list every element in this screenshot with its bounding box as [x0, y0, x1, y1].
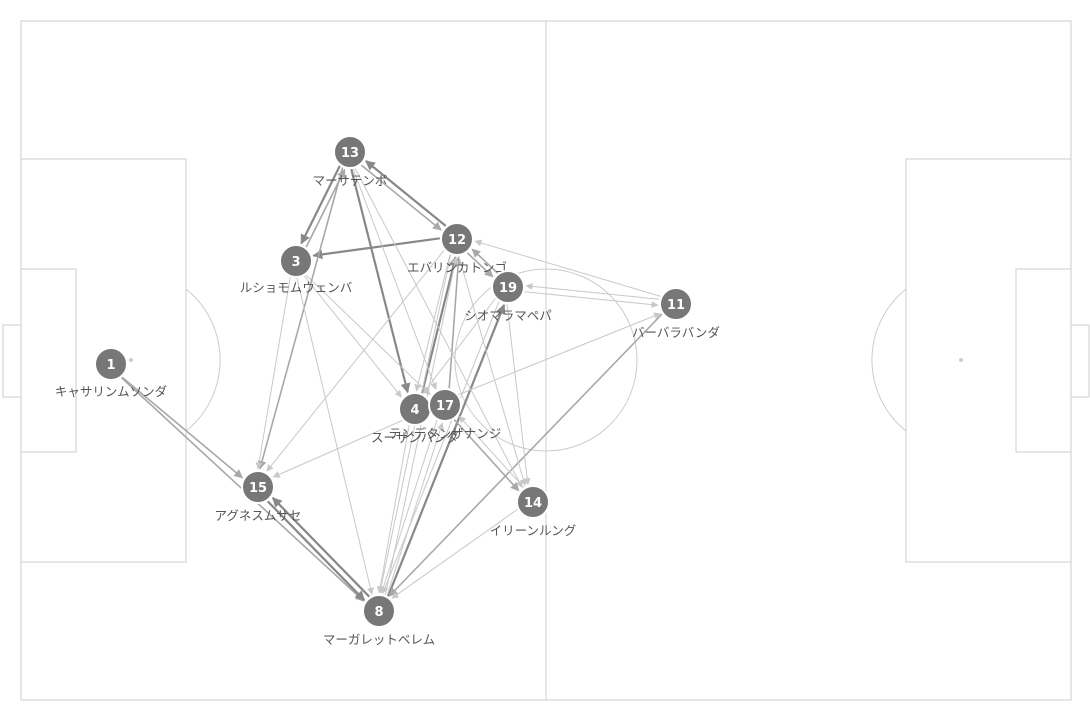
- left-penalty-arc: [185, 288, 221, 432]
- player-node-4[interactable]: 4 スーザンバンダ: [371, 392, 459, 445]
- pass-edge-p12-to-p3: [312, 237, 440, 260]
- player-circle[interactable]: [440, 222, 474, 256]
- player-circle[interactable]: [279, 244, 313, 278]
- pass-edge-p19-to-p4: [423, 298, 496, 394]
- pass-edge-p3-to-p8: [296, 278, 374, 595]
- pass-edge-p3-to-p15: [255, 277, 291, 470]
- pass-edge-p3-to-p4: [303, 275, 402, 398]
- right-goal: [1070, 324, 1090, 398]
- player-node-14[interactable]: 14 イリーンルング: [490, 485, 577, 538]
- player-circle[interactable]: [94, 347, 128, 381]
- player-node-19[interactable]: 19 シオマラマペパ: [464, 270, 552, 323]
- pass-edge-p13-to-p15: [257, 167, 344, 470]
- pass-edge-p13-to-p12: [360, 164, 442, 231]
- pass-edge-p12-to-p15: [266, 250, 445, 472]
- right-penalty-area: [905, 158, 1072, 563]
- pass-edge-p17-to-p15: [272, 408, 429, 478]
- player-name-label: シオマラマペパ: [464, 308, 552, 323]
- pass-edge-p11-to-p12: [474, 239, 661, 297]
- left-goal-area: [20, 268, 77, 453]
- player-node-8[interactable]: 8 マーガレットベレム: [323, 594, 435, 647]
- pass-edge-p14-to-p17: [458, 415, 525, 488]
- player-name-label: エバリンカトンゴ: [407, 260, 507, 275]
- player-node-1[interactable]: 1 キャサリンムソンダ: [55, 347, 167, 399]
- pass-edges: [120, 160, 663, 602]
- pass-edge-p4-to-p12: [420, 256, 459, 394]
- player-circle[interactable]: [362, 594, 396, 628]
- pass-edge-p19-to-p12: [471, 248, 499, 274]
- player-number: 15: [249, 481, 267, 496]
- pass-edge-p4-to-p11: [431, 312, 662, 406]
- left-penalty-spot: [129, 358, 133, 362]
- pass-edge-p13-to-p14: [354, 168, 523, 489]
- player-number: 3: [291, 255, 300, 270]
- player-name-label: ルショモムウェンバ: [240, 280, 353, 295]
- player-number: 14: [524, 496, 542, 511]
- right-goal-area: [1015, 268, 1072, 453]
- right-penalty-arc: [871, 288, 907, 432]
- player-node-17[interactable]: 17 テンデタンザナンジ: [389, 388, 502, 441]
- pass-edge-p13-to-p4: [350, 168, 411, 394]
- left-goal: [2, 324, 22, 398]
- player-number: 11: [667, 298, 685, 313]
- pass-edge-p19-to-p11: [524, 291, 659, 309]
- pass-edge-p8-to-p12: [384, 256, 459, 596]
- pass-edge-p19-to-p8: [381, 301, 500, 594]
- player-node-3[interactable]: 3 ルショモムウェンバ: [240, 244, 353, 295]
- pass-edge-p13-to-p17: [352, 168, 437, 390]
- pass-edge-p4-to-p8: [376, 425, 410, 594]
- player-number: 13: [341, 146, 359, 161]
- player-name-label: マーガレットベレム: [323, 632, 435, 647]
- player-number: 8: [374, 605, 383, 620]
- player-name-label: マーサテンボ: [313, 173, 388, 188]
- pass-edge-p12-to-p14: [458, 256, 527, 487]
- pass-edge-p13-to-p3: [300, 165, 341, 245]
- pass-edge-p8-to-p17: [386, 422, 444, 596]
- pass-edge-p12-to-p4: [414, 254, 451, 392]
- pass-edge-p17-to-p8: [380, 420, 438, 594]
- player-circle[interactable]: [516, 485, 550, 519]
- pass-edge-p17-to-p14: [453, 419, 520, 492]
- player-number: 19: [499, 281, 517, 296]
- player-circle[interactable]: [428, 388, 462, 422]
- player-number: 4: [410, 403, 419, 418]
- player-circle[interactable]: [333, 135, 367, 169]
- pass-edge-p11-to-p8: [388, 313, 663, 597]
- pass-edge-p14-to-p8: [391, 508, 518, 599]
- pass-edge-p3-to-p17: [305, 274, 431, 396]
- player-number: 17: [436, 399, 454, 414]
- player-node-13[interactable]: 13 マーサテンボ: [313, 135, 388, 188]
- pass-edge-p19-to-p14: [506, 304, 531, 486]
- player-name-label: キャサリンムソンダ: [55, 384, 167, 399]
- player-circle[interactable]: [659, 287, 693, 321]
- pass-edge-p1-to-p15: [121, 376, 243, 479]
- pass-edge-p12-to-p19: [466, 252, 494, 278]
- player-node-15[interactable]: 15 アグネスムサセ: [215, 470, 302, 523]
- player-name-label: アグネスムサセ: [215, 508, 302, 523]
- player-name-label: イリーンルング: [490, 523, 577, 538]
- pass-edge-p15-to-p8: [266, 500, 366, 601]
- pass-edge-p12-to-p13: [365, 160, 447, 227]
- player-node-12[interactable]: 12 エバリンカトンゴ: [407, 222, 507, 275]
- player-node-11[interactable]: 11 バーバラバンダ: [632, 287, 720, 340]
- player-circle[interactable]: [491, 270, 525, 304]
- player-name-label: スーザンバンダ: [371, 430, 459, 445]
- pass-edge-p17-to-p12: [448, 256, 463, 389]
- pass-edge-p8-to-p15: [271, 497, 371, 598]
- pass-edge-p11-to-p19: [525, 282, 660, 300]
- player-name-label: バーバラバンダ: [632, 325, 720, 340]
- player-circle[interactable]: [241, 470, 275, 504]
- player-nodes: 1 キャサリンムソンダ 3 ルショモムウェンバ 4 スーザンバンダ 8 マーガレットベレム 11…: [55, 135, 720, 647]
- player-number: 12: [448, 233, 466, 248]
- player-name-label: テンデタンザナンジ: [389, 426, 502, 441]
- pass-edge-p8-to-p19: [387, 303, 506, 597]
- player-number: 1: [106, 358, 115, 373]
- pitch-markings: [2, 20, 1090, 701]
- center-spot: [959, 358, 963, 362]
